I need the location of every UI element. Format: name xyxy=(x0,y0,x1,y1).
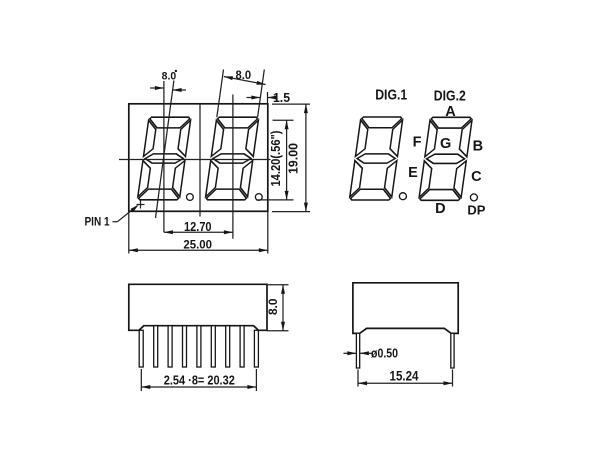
svg-text:8.0: 8.0 xyxy=(268,299,280,316)
svg-text:F: F xyxy=(413,135,422,151)
svg-text:19.00: 19.00 xyxy=(285,143,300,174)
svg-text:8.0: 8.0 xyxy=(162,71,177,83)
svg-text:A: A xyxy=(445,104,456,120)
svg-text:15.24: 15.24 xyxy=(390,369,419,384)
svg-text:8.0: 8.0 xyxy=(236,70,252,82)
svg-text:1.5: 1.5 xyxy=(273,90,290,105)
svg-text:ø0.50: ø0.50 xyxy=(371,346,398,361)
svg-text:25.00: 25.00 xyxy=(183,238,212,252)
svg-text:DIG.2: DIG.2 xyxy=(434,88,466,105)
svg-text:12.70: 12.70 xyxy=(184,220,212,234)
svg-text:E: E xyxy=(408,165,418,181)
svg-text:DIG.1: DIG.1 xyxy=(375,87,407,104)
svg-text:B: B xyxy=(473,139,483,155)
svg-text:G: G xyxy=(440,136,451,152)
svg-text:C: C xyxy=(471,169,482,185)
svg-text:D: D xyxy=(435,201,445,217)
svg-text:DP: DP xyxy=(467,203,485,218)
svg-text:2.54 ·8= 20.32: 2.54 ·8= 20.32 xyxy=(164,373,235,388)
svg-text:PIN 1: PIN 1 xyxy=(85,216,111,228)
svg-text:14.20(.56"): 14.20(.56") xyxy=(269,131,283,187)
